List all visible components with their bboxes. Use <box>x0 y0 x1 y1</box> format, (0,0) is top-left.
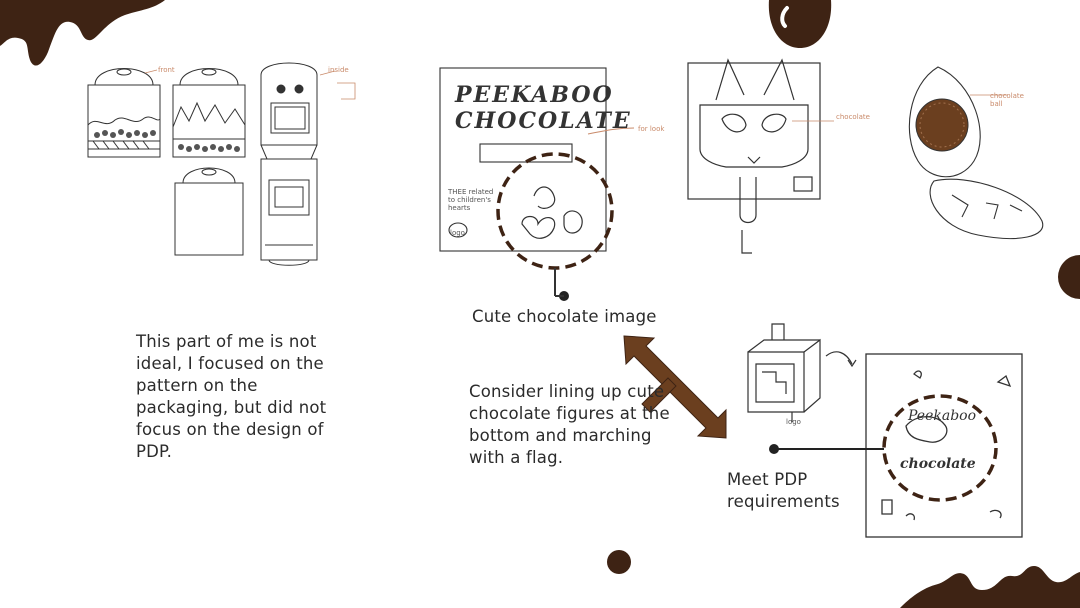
pdp-title-1: Peekaboo <box>908 408 977 424</box>
chocolate-title: CHOCOLATE <box>455 108 632 134</box>
chocolate-half-circle-right <box>1058 255 1080 299</box>
chocolate-dot-bottom <box>607 550 631 574</box>
annotation-logo-2: logo <box>786 418 801 426</box>
cute-chocolate-image-label: Cute chocolate image <box>472 307 657 326</box>
egg-package-sketch <box>908 66 1044 240</box>
annotation-chocolate: chocolate <box>836 113 870 121</box>
chocolate-drip-bottom-right <box>900 566 1080 608</box>
cat-face-box-sketch <box>687 58 834 254</box>
meet-pdp-label: Meet PDP requirements <box>727 470 840 511</box>
chocolate-drop-top <box>768 0 832 48</box>
annotation-inside: inside <box>328 66 349 74</box>
peekaboo-title: PEEKABOO <box>455 82 614 108</box>
chocolate-drip-top-left <box>0 0 165 66</box>
cube-box-sketch <box>747 323 857 422</box>
annotation-logo-1: logo <box>450 229 465 237</box>
consider-note-paragraph: Consider lining up cute chocolate figure… <box>469 382 670 467</box>
pdp-title-2: chocolate <box>900 456 976 472</box>
annotation-related: THEE related to children's hearts <box>448 188 494 212</box>
double-arrow-icon <box>623 335 727 439</box>
left-note-paragraph: This part of me is not ideal, I focused … <box>136 332 327 461</box>
packaging-dieline-sketch <box>87 62 356 266</box>
peekaboo-package-sketch <box>439 67 635 301</box>
annotation-for-look: for look <box>638 125 665 133</box>
annotation-chocolate-ball: chocolate ball <box>990 92 1024 108</box>
pdp-panel-sketch <box>769 353 1023 538</box>
annotation-front: front <box>158 66 175 74</box>
